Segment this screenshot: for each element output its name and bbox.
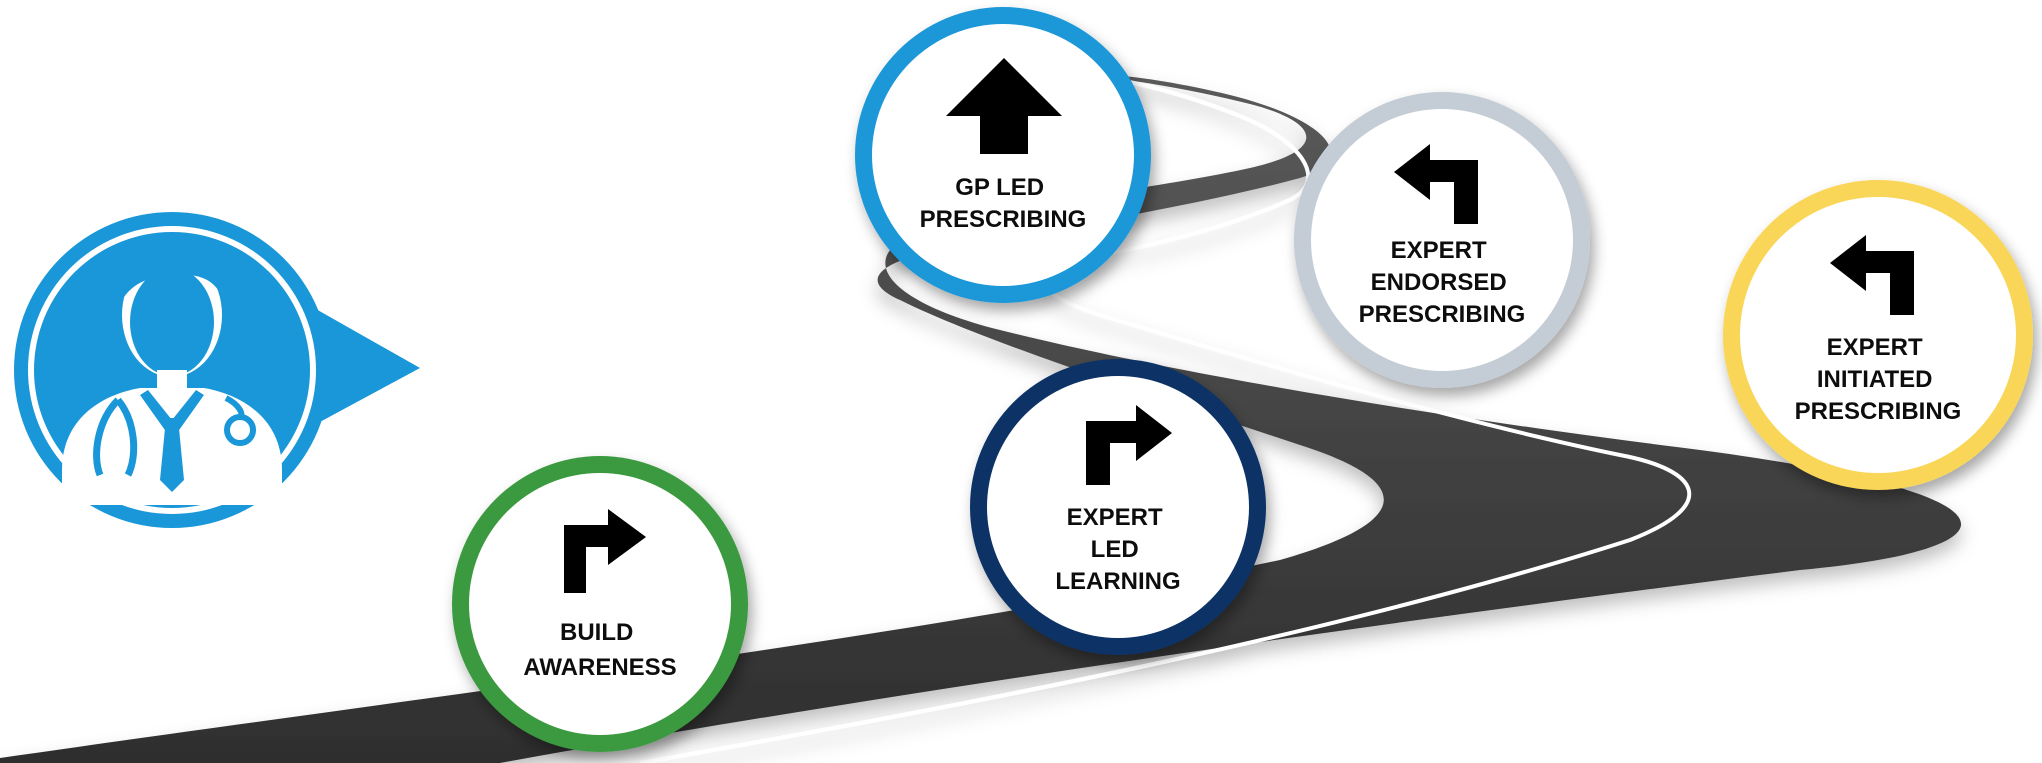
step-line: PRESCRIBING	[1359, 301, 1526, 328]
step-gp-led-prescribing: GP LED PRESCRIBING	[855, 7, 1151, 303]
step-line: GP LED	[955, 174, 1044, 201]
step-line: AWARENESS	[523, 654, 676, 681]
road-lane-marking	[639, 78, 1692, 763]
step-expert-led-learning: EXPERT LED LEARNING	[970, 359, 1266, 655]
turn-right-arrow-icon	[564, 509, 646, 593]
step-line: INITIATED	[1817, 366, 1933, 393]
step-line: PRESCRIBING	[1795, 398, 1962, 425]
step-expert-endorsed-prescribing: EXPERT ENDORSED PRESCRIBING	[1294, 92, 1590, 388]
step-expert-initiated-prescribing: EXPERT INITIATED PRESCRIBING	[1723, 180, 2033, 490]
step-label-gp-led-prescribing: GP LED PRESCRIBING	[920, 174, 1087, 233]
step-line: EXPERT	[1827, 334, 1923, 361]
step-build-awareness: BUILD AWARENESS	[452, 456, 748, 752]
step-line: EXPERT	[1067, 504, 1163, 531]
step-line: PRESCRIBING	[920, 206, 1087, 233]
step-label-expert-led-learning: EXPERT LED LEARNING	[1055, 504, 1180, 595]
step-line: LED	[1091, 536, 1139, 563]
turn-left-arrow-icon	[1830, 235, 1914, 315]
turn-right-arrow-icon	[1086, 405, 1172, 485]
step-line: BUILD	[560, 619, 633, 646]
doctor-icon	[62, 240, 282, 505]
winding-road	[0, 74, 1961, 763]
step-label-build-awareness: BUILD AWARENESS	[523, 619, 676, 681]
doctor-bubble	[14, 212, 420, 528]
up-arrow-icon	[946, 58, 1062, 154]
turn-left-arrow-icon	[1394, 144, 1478, 224]
speech-pointer	[300, 300, 420, 430]
step-label-expert-endorsed-prescribing: EXPERT ENDORSED PRESCRIBING	[1359, 237, 1526, 328]
step-line: EXPERT	[1391, 237, 1487, 264]
step-line: ENDORSED	[1371, 269, 1507, 296]
step-label-expert-initiated-prescribing: EXPERT INITIATED PRESCRIBING	[1795, 334, 1962, 425]
road-surface	[0, 74, 1961, 763]
step-line: LEARNING	[1055, 568, 1180, 595]
